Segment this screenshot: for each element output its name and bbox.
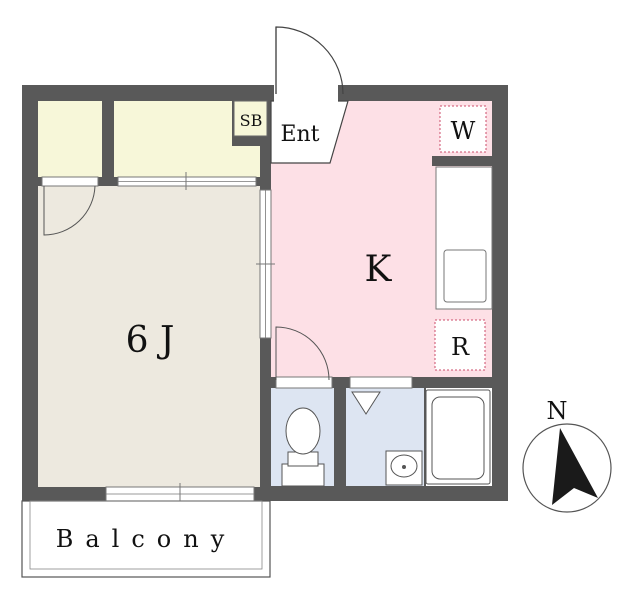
refrigerator-label: R — [451, 333, 470, 361]
entrance-label: Ent — [280, 122, 319, 147]
washroom-door[interactable] — [349, 376, 413, 389]
shoe-box-label: SB — [240, 111, 263, 130]
compass: N — [522, 397, 612, 513]
vent-icon — [351, 391, 381, 415]
refrigerator-space — [434, 319, 486, 371]
kitchen-counter — [435, 166, 493, 310]
kitchen-label: K — [365, 249, 393, 290]
main-room — [38, 186, 260, 487]
closet-left — [38, 101, 102, 177]
main-room-label: 6 J — [126, 320, 175, 361]
wall-pier — [432, 156, 492, 166]
bathtub-icon — [425, 389, 491, 485]
closet-right — [114, 101, 260, 177]
washbasin-icon — [385, 450, 423, 486]
sliding-partition — [256, 189, 275, 339]
balcony — [21, 500, 271, 578]
north-label: N — [547, 397, 568, 425]
toilet-door[interactable] — [275, 326, 333, 389]
toilet-icon — [281, 407, 325, 487]
washer-space — [439, 105, 487, 153]
washer-label: W — [451, 117, 476, 145]
entrance-door[interactable] — [275, 26, 344, 95]
shoe-box — [233, 100, 268, 137]
door-opening — [274, 84, 338, 102]
north-arrow-icon — [552, 428, 598, 505]
window-top — [117, 172, 257, 190]
closet-door[interactable] — [41, 176, 99, 236]
balcony-label: Balcony — [56, 525, 237, 553]
